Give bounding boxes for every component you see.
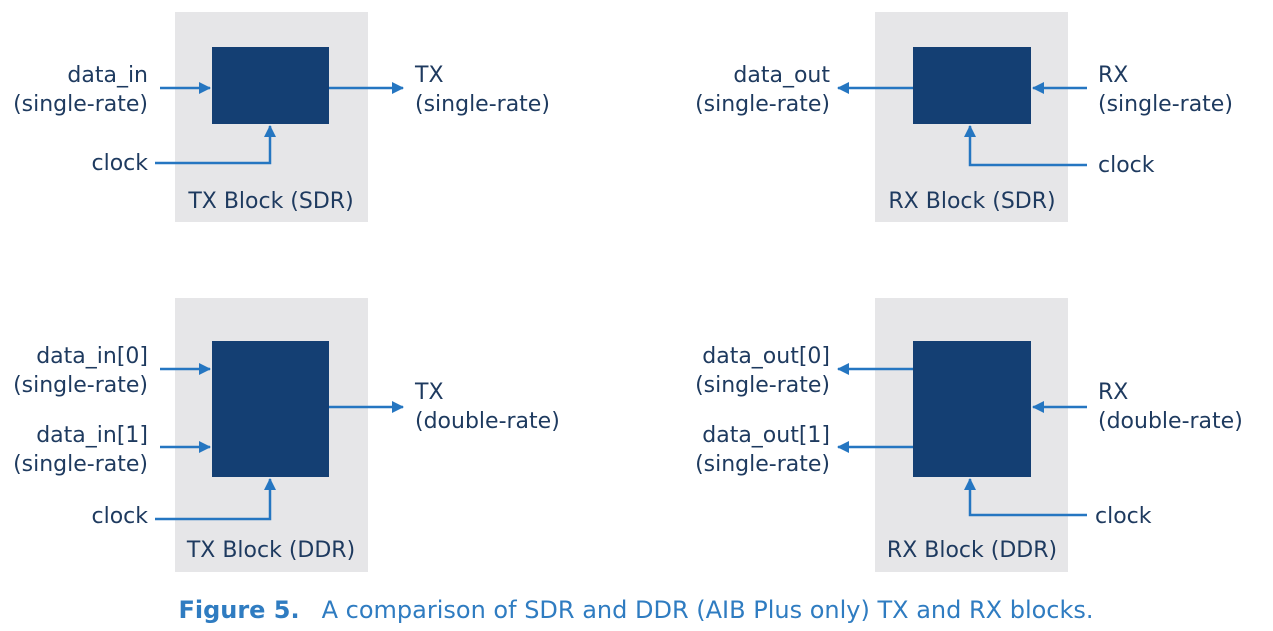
rx-ddr-rx-label: RX [1098,380,1128,405]
rx-ddr-data-out1-label: data_out[1] [702,423,830,448]
tx-sdr-data-in-label: data_in [67,63,148,88]
rx-sdr-data-out-rate: (single-rate) [695,92,830,117]
rx-ddr-title: RX Block (DDR) [887,538,1057,563]
tx-ddr-data-in1-rate: (single-rate) [13,452,148,477]
rx-sdr-block [913,47,1031,124]
tx-ddr-tx-label: TX [414,380,444,405]
rx-sdr-clock-wire [964,125,1087,167]
tx-sdr-block [212,47,329,124]
tx-ddr-data-in0-label: data_in[0] [36,344,148,369]
tx-ddr-group: data_in[0] (single-rate) data_in[1] (sin… [13,298,560,572]
tx-ddr-block [212,341,329,477]
rx-ddr-data-out0-label: data_out[0] [702,344,830,369]
tx-ddr-clock-wire [155,478,276,521]
rx-ddr-group: data_out[0] (single-rate) data_out[1] (s… [695,298,1243,572]
tx-sdr-clock-wire [155,125,276,165]
rx-sdr-rx-rate: (single-rate) [1098,92,1233,117]
tx-sdr-data-in-rate: (single-rate) [13,92,148,117]
tx-sdr-title: TX Block (SDR) [187,189,353,214]
tx-ddr-tx-rate: (double-rate) [415,409,560,434]
rx-sdr-group: data_out (single-rate) RX (single-rate) … [695,12,1233,222]
rx-ddr-data-out0-rate: (single-rate) [695,373,830,398]
tx-ddr-title: TX Block (DDR) [186,538,355,563]
tx-sdr-group: data_in (single-rate) clock TX (single-r… [13,12,550,222]
rx-sdr-clock-label: clock [1098,153,1155,178]
tx-ddr-data-in1-label: data_in[1] [36,423,148,448]
tx-sdr-tx-rate: (single-rate) [415,92,550,117]
rx-ddr-clock-label: clock [1095,504,1152,529]
rx-ddr-rx-rate: (double-rate) [1098,409,1243,434]
figure-caption-text: A comparison of SDR and DDR (AIB Plus on… [322,596,1094,624]
rx-sdr-title: RX Block (SDR) [888,189,1055,214]
rx-sdr-data-out-label: data_out [733,63,830,88]
rx-ddr-block [913,341,1031,477]
tx-ddr-clock-label: clock [91,504,148,529]
rx-sdr-rx-label: RX [1098,63,1128,88]
figure-caption-label: Figure 5. [178,596,299,624]
rx-ddr-data-out1-rate: (single-rate) [695,452,830,477]
tx-sdr-tx-label: TX [414,63,444,88]
tx-sdr-clock-label: clock [91,151,148,176]
tx-ddr-data-in0-rate: (single-rate) [13,373,148,398]
rx-ddr-clock-wire [964,478,1087,517]
figure-caption: Figure 5. A comparison of SDR and DDR (A… [178,596,1093,624]
